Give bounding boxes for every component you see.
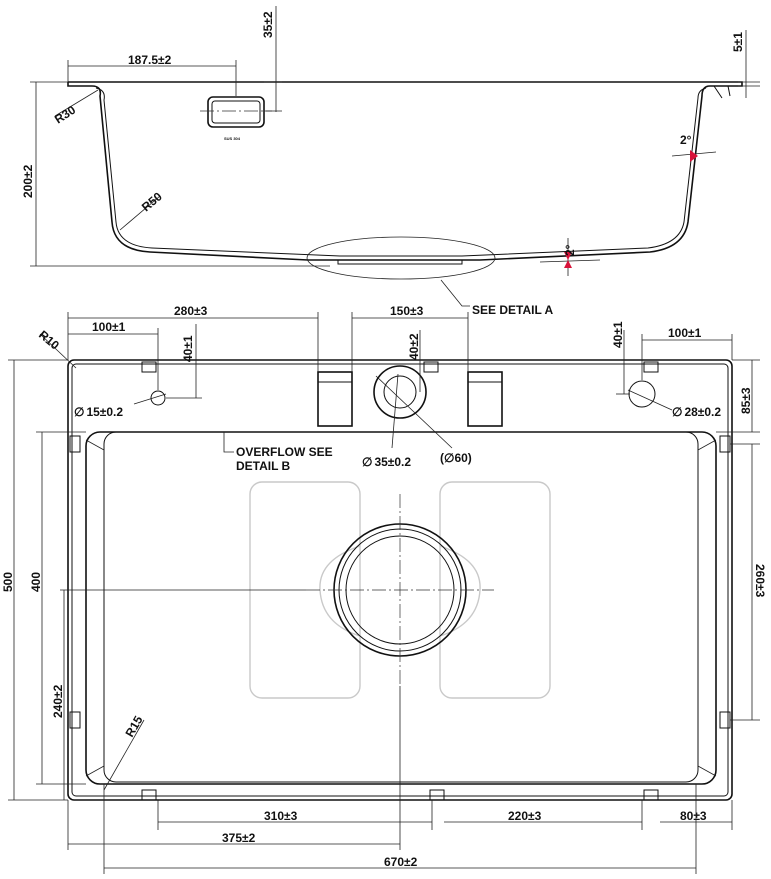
radius-r15: R15 — [122, 713, 145, 739]
dim-100-right: 100±1 — [668, 326, 702, 340]
dim-187-5: 187.5±2 — [128, 53, 172, 67]
dim-40-center: 40±2 — [407, 333, 421, 360]
dia-60: (∅60) — [440, 451, 472, 465]
wall-angle-arrow — [690, 150, 698, 162]
side-view-drain-box — [207, 96, 265, 128]
dia-35: ∅35±0.2 — [362, 455, 411, 469]
dim-200: 200±2 — [21, 164, 35, 198]
dim-240: 240±2 — [51, 684, 65, 718]
dia-28: ∅28±0.2 — [672, 405, 721, 419]
side-view-drain-box-inner — [211, 100, 261, 124]
dim-375: 375±2 — [222, 831, 256, 845]
dim-310: 310±3 — [264, 809, 298, 823]
plan-bowl-inner — [103, 431, 699, 783]
dim-80: 80±3 — [680, 809, 707, 823]
dim-220: 220±3 — [508, 809, 542, 823]
detail-a-callout: SEE DETAIL A — [472, 303, 553, 317]
detail-a-leader — [440, 279, 470, 307]
plan-bowl-outer — [85, 431, 717, 785]
deck-block-right — [467, 371, 503, 427]
side-view-outer-profile — [67, 82, 728, 261]
dim-280: 280±3 — [174, 304, 208, 318]
dim-150: 150±3 — [390, 304, 424, 318]
bottom-angle: 2° — [563, 244, 577, 256]
plan-bowl-corner-lines — [85, 439, 717, 777]
right-hole — [628, 380, 656, 408]
detail-a-ellipse — [306, 236, 496, 280]
overflow-note-2: DETAIL B — [236, 459, 291, 473]
dia-15: ∅15±0.2 — [74, 405, 123, 419]
side-view-rim — [68, 81, 743, 87]
dim-500: 500 — [1, 572, 15, 592]
radius-r10: R10 — [36, 328, 62, 353]
center-hole — [383, 375, 417, 409]
plan-view: R10 280±3 100±1 40±1 ∅15±0.2 150±3 40±2 … — [1, 304, 767, 874]
left-hole — [150, 390, 166, 406]
dim-670: 670±2 — [384, 855, 418, 869]
wall-angle: 2° — [680, 133, 692, 147]
dim-260: 260±3 — [753, 564, 767, 598]
material-label: SUS 304 — [224, 136, 241, 141]
side-view-rim-lip — [713, 85, 731, 99]
side-view-drain-insert — [337, 260, 463, 265]
dim-40-right: 40±1 — [611, 321, 625, 348]
dim-40-left: 40±1 — [181, 335, 195, 362]
bottom-angle-arrow — [564, 252, 572, 268]
overflow-note-1: OVERFLOW SEE — [236, 445, 333, 459]
dim-35: 35±2 — [261, 11, 275, 38]
side-view-inner-profile — [95, 87, 707, 257]
accessory-right-arc — [439, 545, 481, 637]
radius-r30: R30 — [52, 103, 78, 127]
dim-100-left: 100±1 — [92, 320, 126, 334]
accessory-left-arc — [319, 545, 361, 637]
deck-block-left — [317, 371, 353, 427]
dim-85: 85±3 — [739, 387, 753, 414]
dim-400: 400 — [29, 572, 43, 592]
center-boss — [373, 365, 427, 419]
side-view: SUS 304 SEE DETAIL A 187.5±2 35±2 5±1 20… — [21, 6, 760, 317]
dim-5: 5±1 — [731, 32, 745, 52]
